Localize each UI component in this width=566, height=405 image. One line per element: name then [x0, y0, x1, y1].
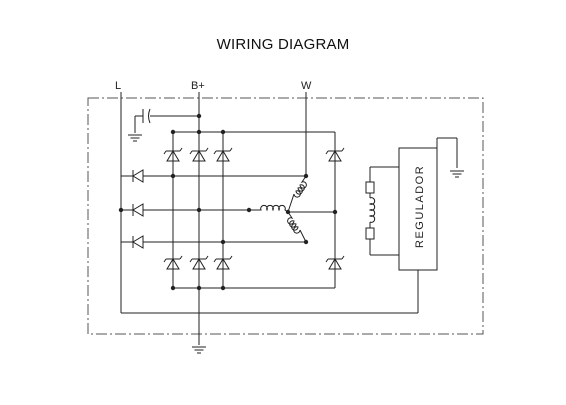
- terminal-w-label: W: [301, 80, 312, 92]
- exciter-diode-2: [132, 203, 144, 217]
- exciter-diode-3: [132, 235, 144, 249]
- junction-dot: [220, 239, 226, 245]
- junction-dot: [196, 285, 202, 291]
- terminal-l-label: L: [115, 80, 121, 92]
- capacitor-ground-icon: [127, 134, 143, 142]
- alternator-housing-frame: [87, 97, 484, 335]
- junction-dot: [196, 113, 202, 119]
- capacitor-symbol: [142, 108, 151, 124]
- regulator-label: REGULADOR: [414, 165, 426, 248]
- regulator-ground-line: [436, 137, 458, 168]
- junction-dot: [285, 209, 291, 215]
- l-terminal-line: [120, 92, 133, 313]
- junction-dot: [332, 209, 338, 215]
- junction-dot: [220, 285, 226, 291]
- junction-dot: [118, 207, 124, 213]
- phase-rows: [143, 175, 297, 243]
- terminal-bplus-label: B+: [191, 80, 205, 92]
- junction-dot: [196, 207, 202, 213]
- bridge-bottom-rail: [173, 287, 335, 345]
- regulator-ground-icon: [449, 170, 465, 178]
- junction-dot: [170, 285, 176, 291]
- junction-dot: [303, 239, 309, 245]
- junction-dot: [170, 173, 176, 179]
- diagram-title: WIRING DIAGRAM: [216, 36, 350, 53]
- brush-icon: [365, 227, 375, 240]
- junction-dot: [246, 207, 252, 213]
- l-to-regulator-line: [121, 270, 419, 314]
- w-terminal-line: [297, 92, 307, 177]
- exciter-diode-1: [132, 169, 144, 183]
- stator-winding-icon: [257, 175, 335, 243]
- brush-icon: [365, 181, 375, 194]
- field-winding-loop: [365, 166, 399, 256]
- main-ground-icon: [191, 346, 207, 354]
